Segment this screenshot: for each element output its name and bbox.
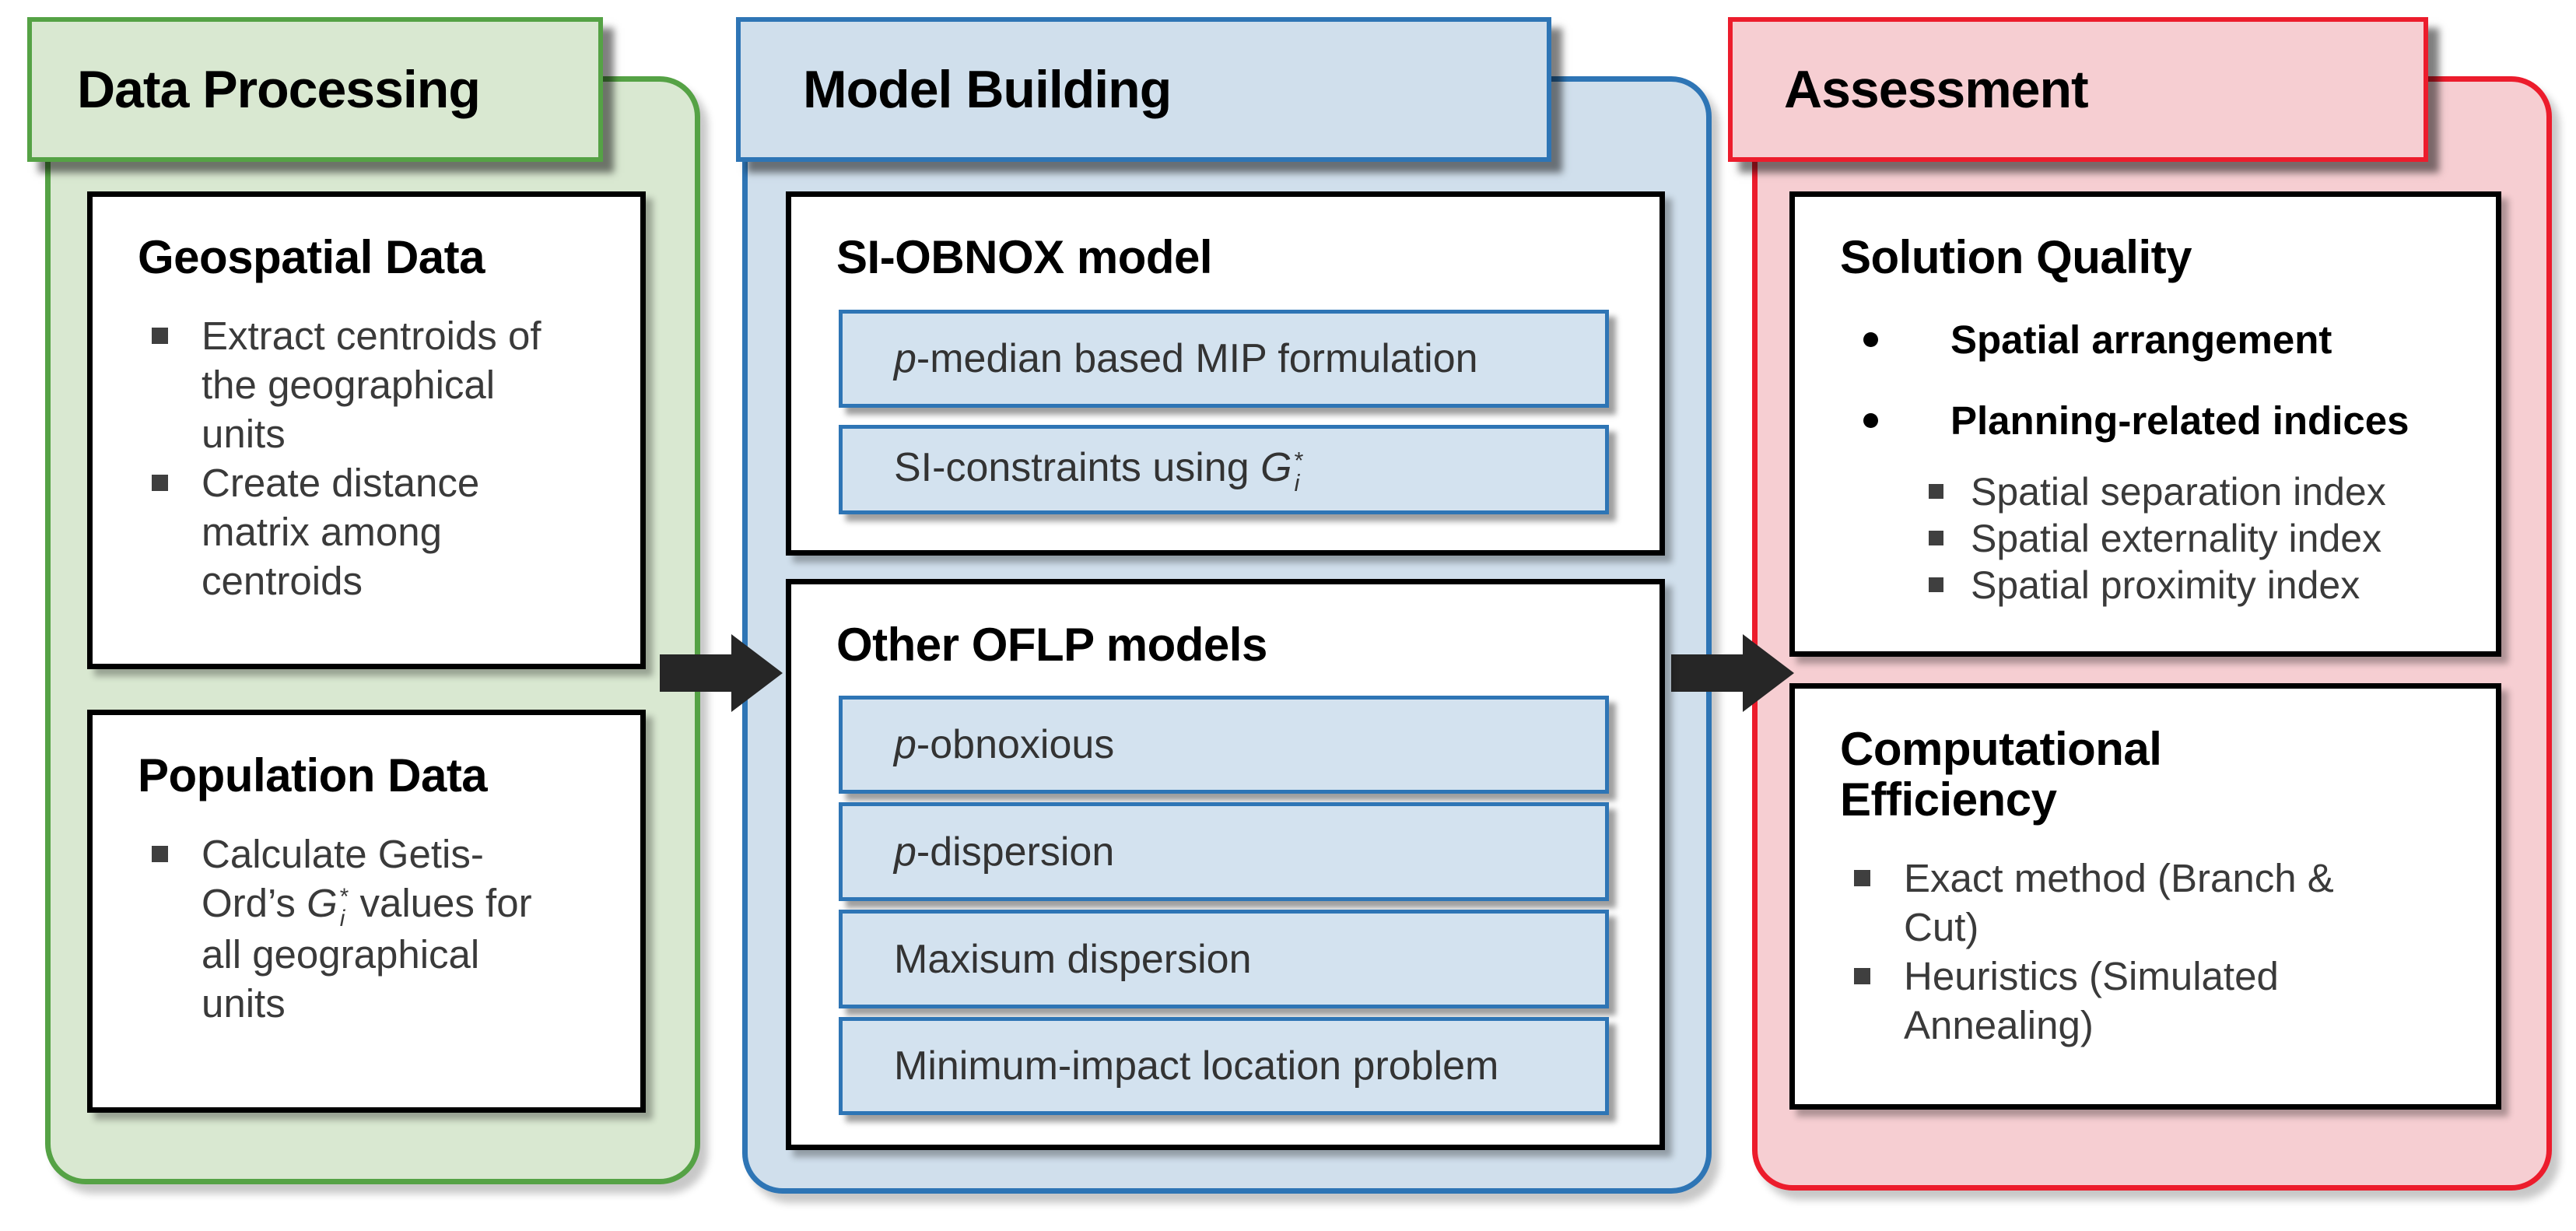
model-item-minimum-impact: Minimum-impact location problem [839,1017,1609,1115]
list-item: Spatial separation index [1795,468,2490,515]
panel-title: Model Building [803,60,1172,119]
model-item-label: Minimum-impact location problem [894,1043,1499,1089]
list-item: Create distance matrix among centroids [93,458,626,605]
model-item-label: Maxisum dispersion [894,936,1252,982]
list-item: Heuristics (Simulated Annealing) [1795,952,2482,1050]
population-bullet-list: Calculate Getis- Ord’s G*i values for al… [93,829,640,1029]
geospatial-bullet-list: Extract centroids of the geographical un… [93,311,640,605]
panel-header-model-building: Model Building [736,17,1551,162]
panel-header-assessment: Assessment [1728,17,2428,162]
geospatial-data-box: Geospatial Data Extract centroids of the… [87,191,646,669]
panel-title: Data Processing [77,60,481,119]
planning-indices-list: Spatial separation index Spatial externa… [1795,468,2496,608]
model-item-p-obnoxious: p-obnoxious [839,696,1609,794]
model-item-p-median: p-median based MIP formulation [839,310,1609,408]
model-item-label: p-median based MIP formulation [894,336,1478,381]
solution-quality-box: Solution Quality Spatial arrangement Pla… [1789,191,2501,657]
list-item: Spatial proximity index [1795,562,2490,608]
model-item-si-constraints: SI-constraints using G*i [839,425,1609,514]
arrow-right-icon [1671,634,1794,712]
list-item: Extract centroids of the geographical un… [93,311,626,458]
box-title: Solution Quality [1840,231,2192,283]
solution-quality-list: Spatial arrangement Planning-related ind… [1795,317,2496,444]
model-item-label: p-dispersion [894,829,1115,875]
model-item-label: SI-constraints using G*i [894,444,1304,496]
model-item-p-dispersion: p-dispersion [839,802,1609,901]
list-item: Spatial externality index [1795,515,2490,562]
box-title: Geospatial Data [138,231,485,283]
model-item-maxisum-dispersion: Maxisum dispersion [839,910,1609,1008]
model-item-label: p-obnoxious [894,722,1115,767]
list-item: Calculate Getis- Ord’s G*i values for al… [93,829,626,1029]
computational-efficiency-list: Exact method (Branch & Cut) Heuristics (… [1795,854,2496,1050]
box-title: Other OFLP models [836,619,1267,671]
box-title: SI-OBNOX model [836,231,1213,283]
list-item: Planning-related indices [1795,398,2488,444]
list-item: Exact method (Branch & Cut) [1795,854,2482,952]
box-title: Population Data [138,749,488,801]
arrow-right-icon [660,634,783,712]
panel-title: Assessment [1784,60,2089,119]
computational-efficiency-box: Computational Efficiency Exact method (B… [1789,683,2501,1110]
population-data-box: Population Data Calculate Getis- Ord’s G… [87,710,646,1113]
panel-header-data-processing: Data Processing [27,17,603,162]
box-title: Computational Efficiency [1840,723,2162,826]
list-item: Spatial arrangement [1795,317,2488,363]
